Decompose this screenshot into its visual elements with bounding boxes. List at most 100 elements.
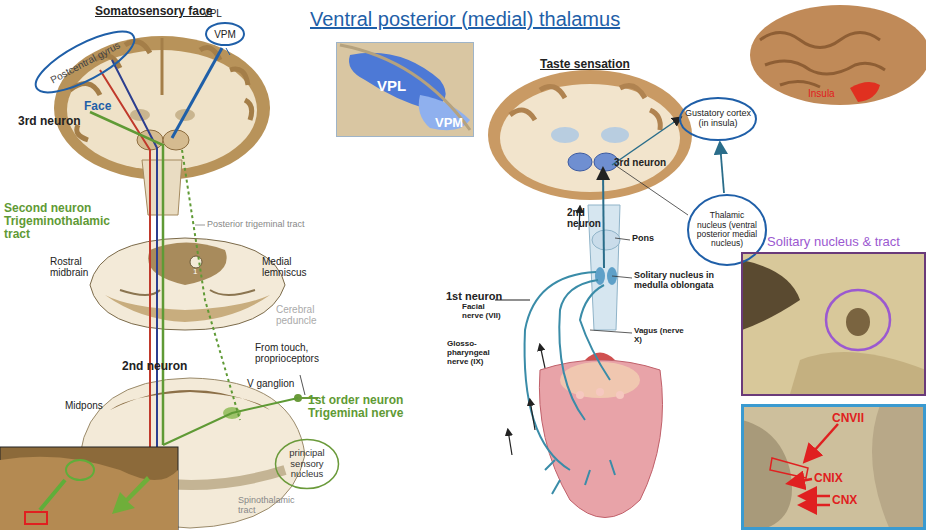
illustration-path (90, 238, 285, 330)
midbrain-section (90, 238, 285, 330)
panel-heading: Solitary nucleus & tract (741, 234, 926, 249)
node-text: principal sensory nucleus (280, 448, 334, 479)
node-text: Gustatory cortex (in insula) (684, 109, 752, 129)
illustration-path (0, 457, 178, 530)
illustration-ellipse (488, 70, 692, 200)
illustration-path (340, 45, 470, 130)
illustration-line (300, 375, 305, 395)
structure-label: Pons (632, 234, 654, 244)
illustration-path (790, 352, 926, 394)
illustration-line (530, 400, 535, 430)
illustration-ellipse (551, 127, 579, 143)
illustration-path (545, 460, 615, 494)
nucleus-label: VPL (203, 8, 222, 19)
inset-box: VPL VPM (336, 42, 474, 137)
nucleus-circle: Thalamic nucleus (ventral posterior medi… (686, 193, 768, 267)
illustration-line (802, 504, 830, 507)
illustration-path (110, 390, 270, 410)
node-text: CNX (832, 493, 857, 507)
illustration-line (226, 48, 230, 55)
callout-number: 1 (193, 268, 197, 277)
region-label: Insula (808, 88, 835, 99)
illustration-ellipse (601, 127, 629, 143)
ellipse-outline (680, 98, 756, 140)
thalamus-inset (336, 42, 474, 137)
illustration-line (612, 276, 632, 278)
illustration-line (806, 424, 838, 460)
tract-label: Medial lemniscus (262, 256, 322, 278)
neuron-label: 1st order neuron Trigeminal nerve (308, 394, 438, 420)
illustration-line (161, 38, 164, 95)
neuron-label: 1st neuron (446, 290, 502, 302)
illustration-line (195, 225, 205, 226)
illustration-path (742, 420, 792, 530)
illustration-line (615, 238, 630, 240)
illustration-rect (25, 512, 47, 524)
illustration-circle (596, 388, 604, 396)
node-text: Thalamic nucleus (ventral posterior medi… (696, 211, 758, 248)
node-text: VPM (214, 29, 236, 40)
illustration-g (790, 424, 838, 505)
illustration-circle (616, 391, 624, 399)
illustration-ellipse (66, 460, 94, 480)
solitary-photo (742, 254, 926, 394)
illustration-ellipse (595, 267, 605, 285)
illustration-path (770, 458, 808, 478)
illustration-path (872, 405, 926, 530)
illustration-path (510, 86, 660, 130)
illustration-ellipse (560, 362, 640, 398)
panel-heading: Somatosensory face (95, 5, 212, 18)
insula-photo (750, 5, 926, 105)
neuron-label: 3rd neuron (18, 115, 81, 128)
cortex-circle: Gustatory cortex (in insula) (678, 96, 758, 142)
illustration-rect (742, 405, 926, 530)
illustration-rect (0, 447, 178, 530)
node-text: VPL (377, 77, 406, 94)
illustration-line (615, 165, 688, 215)
illustration-line (540, 345, 545, 368)
cranial-nerves (525, 272, 615, 494)
illustration-path (112, 60, 157, 450)
node-text: VPM (435, 115, 463, 130)
structure-label: Cerebral peduncle (276, 304, 336, 326)
slide-title: Ventral posterior (medial) thalamus (310, 8, 620, 30)
nerve-label: Glosso-pharyngeal nerve (IX) (447, 340, 507, 366)
note: From touch, proprioceptors (255, 342, 365, 364)
flow-arrows (495, 207, 580, 455)
sensory-tracts (90, 48, 305, 450)
tract-label: Spinothalamic tract (238, 496, 298, 516)
ellipse-outline (28, 20, 142, 103)
illustration-path (742, 260, 800, 330)
level-label: Midpons (65, 400, 103, 411)
ellipse-outline (688, 195, 766, 265)
nucleus-circle: VPM (204, 21, 246, 47)
illustration-line (790, 479, 812, 483)
illustration-line (508, 430, 512, 455)
node-text: CNIX (814, 471, 843, 485)
node-body: principal sensory nucleus (274, 438, 340, 490)
node-body: Gustatory cortex (in insula) (678, 96, 758, 142)
brainstem-photo (0, 447, 178, 530)
illustration-rect (742, 254, 926, 394)
tract-label: Posterior trigeminal tract (207, 220, 305, 230)
illustration-path (182, 150, 240, 420)
illustration-ellipse (500, 84, 680, 192)
tongue (539, 353, 662, 518)
illustration-path (148, 243, 226, 286)
ellipse-outline (276, 440, 339, 489)
illustration-ellipse (592, 230, 620, 250)
illustration-path (525, 272, 596, 470)
illustration-line (40, 480, 65, 510)
ganglion-label: V ganglion (247, 378, 294, 389)
illustration-line (172, 48, 222, 138)
illustration-path (585, 353, 615, 361)
illustration-ellipse (568, 153, 592, 171)
neuron-label: 3rd neuron (614, 157, 666, 168)
tract-label: Second neuron Trigeminothalamic tract (4, 202, 139, 242)
illustration-path (105, 295, 270, 322)
illustration-ellipse (846, 308, 870, 336)
level-label: Rostral midbrain (50, 256, 110, 278)
panel-frame (741, 252, 926, 396)
illustration-path (580, 285, 610, 380)
